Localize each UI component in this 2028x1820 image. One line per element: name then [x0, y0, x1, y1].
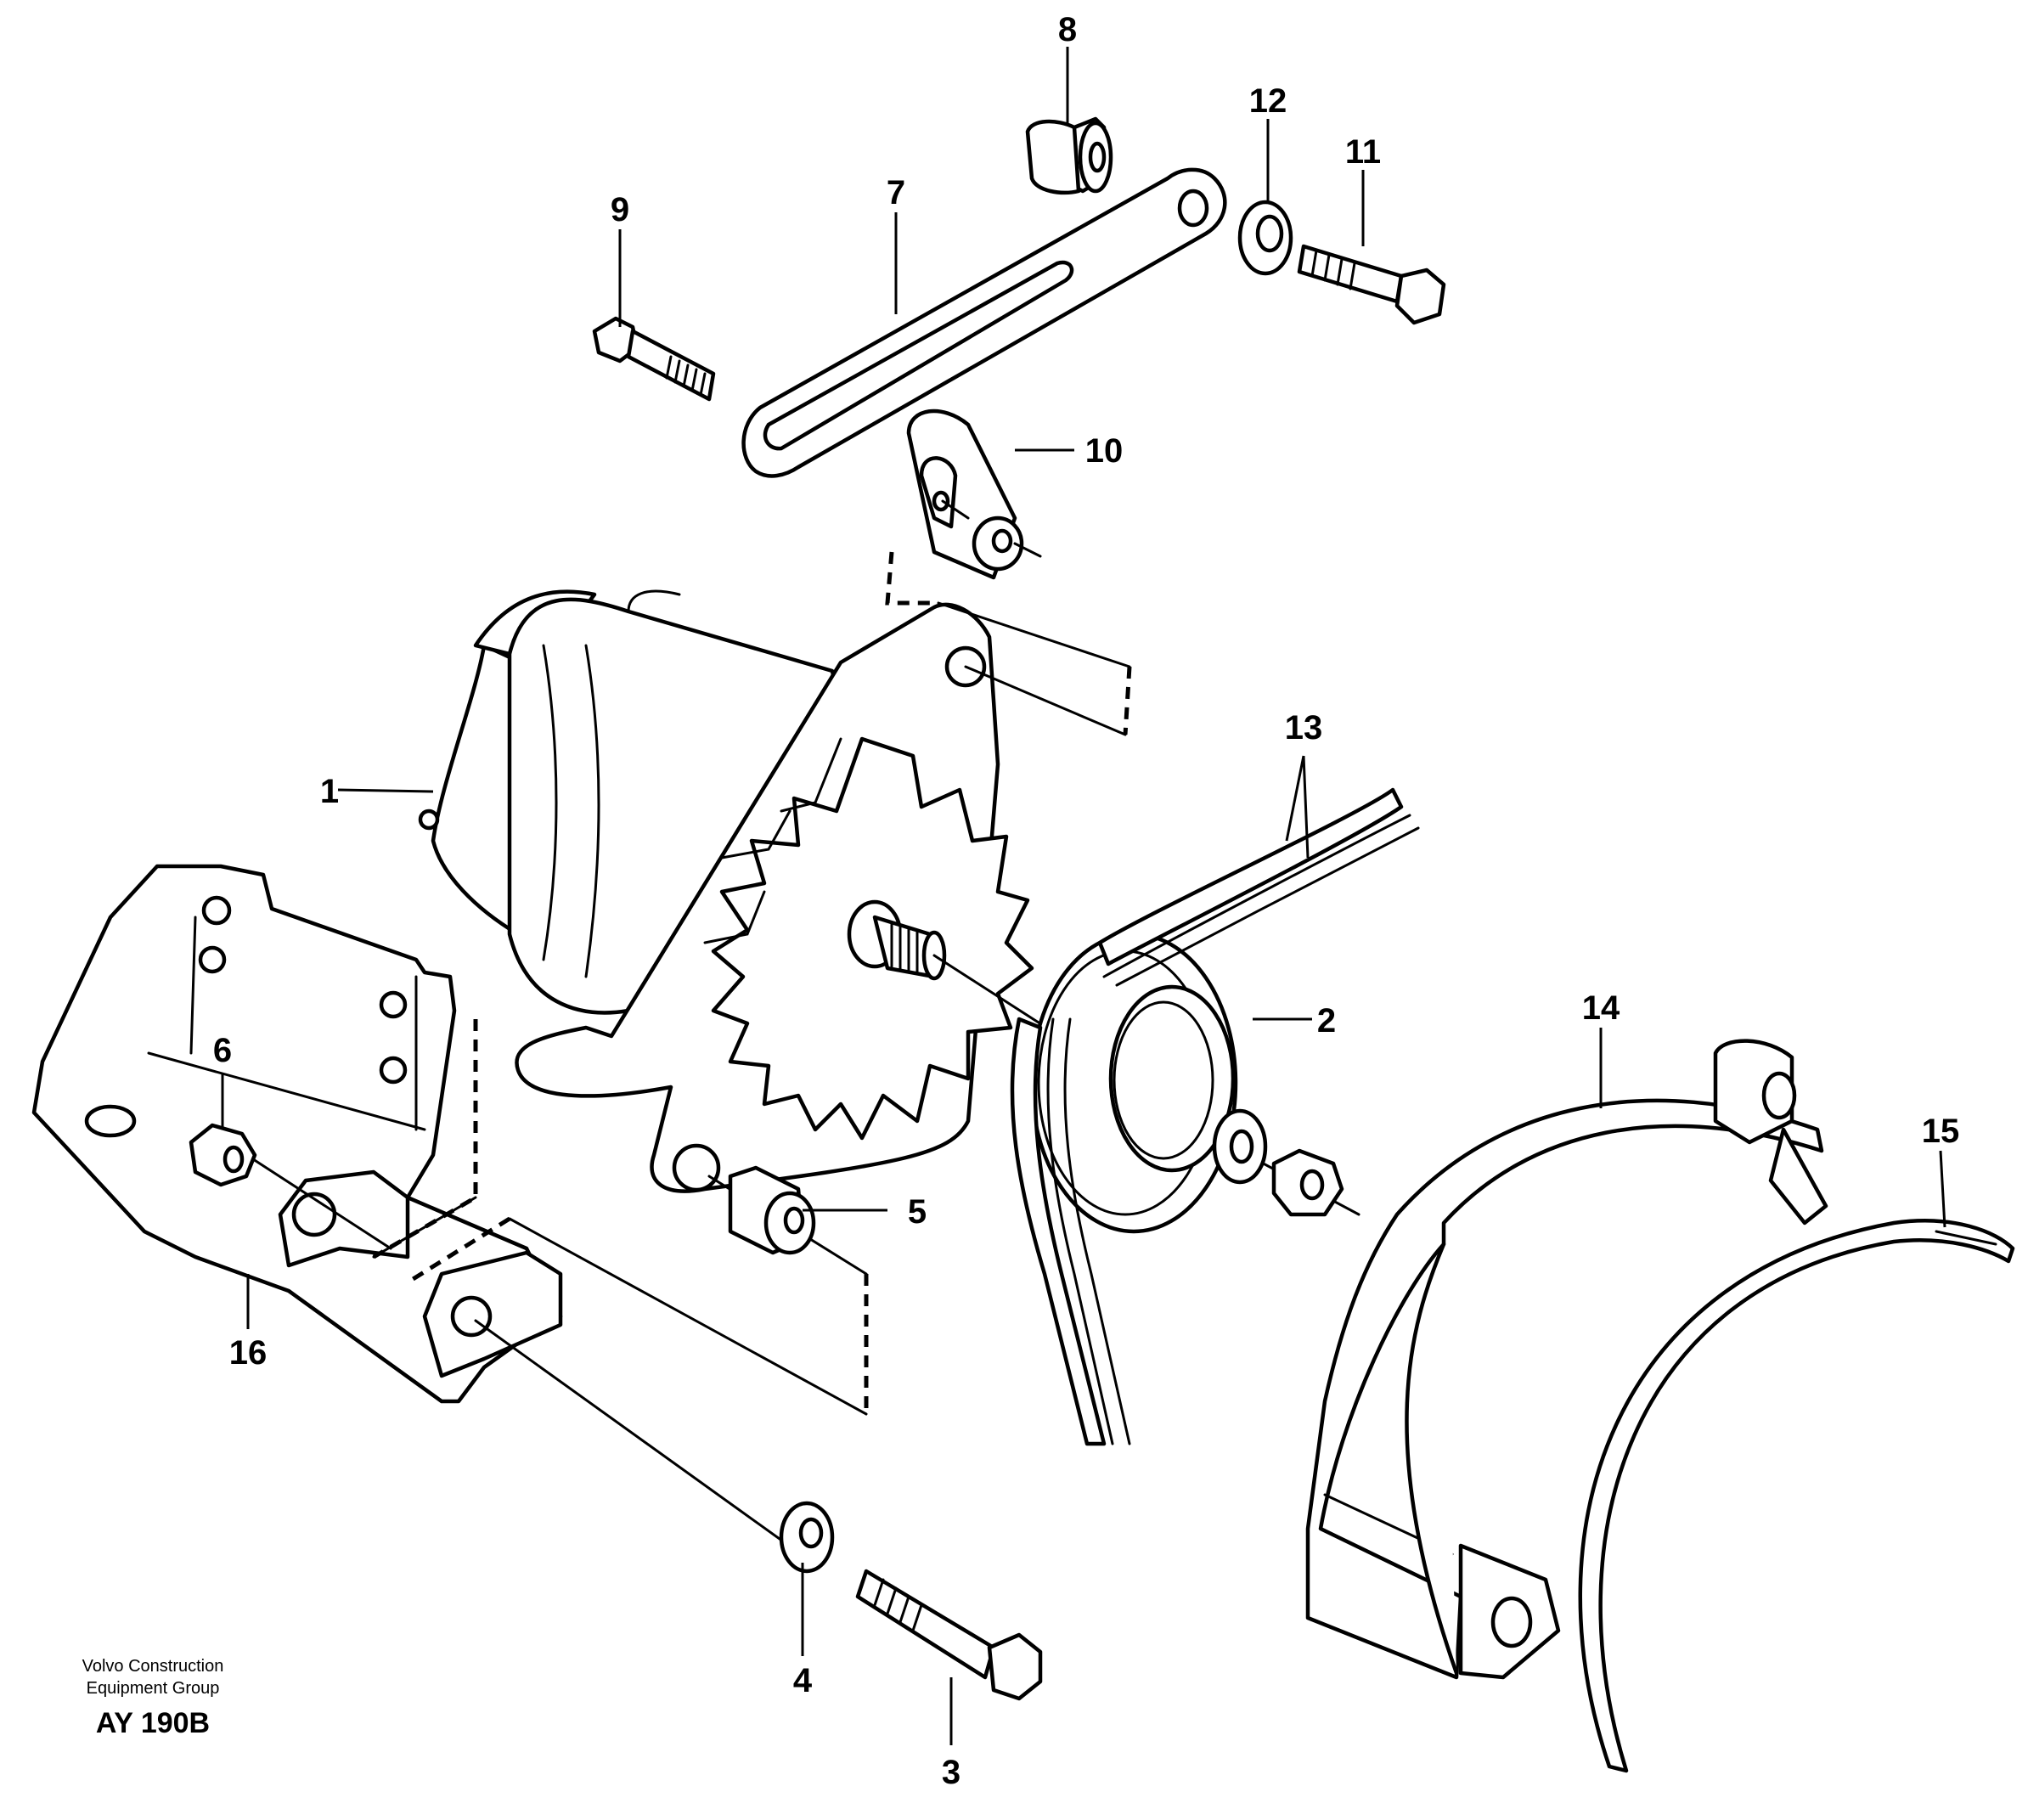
assembly-line — [232, 1145, 392, 1250]
callout-15: 15 — [1922, 1113, 1960, 1150]
pulley-washer — [1212, 1108, 1268, 1185]
bolt-3 — [855, 1569, 1043, 1701]
callout-4: 4 — [793, 1662, 813, 1699]
assembly-line — [964, 665, 1127, 736]
callout-9: 9 — [611, 191, 629, 228]
callout-labels: 1 2 3 4 5 6 7 8 9 10 11 12 13 14 15 16 — [213, 11, 1959, 1791]
pulley-nut — [1271, 1148, 1344, 1217]
bolt-11 — [1297, 244, 1446, 325]
callout-10: 10 — [1085, 432, 1124, 470]
callout-14: 14 — [1582, 989, 1620, 1027]
bolt-9 — [592, 316, 716, 402]
assembly-line — [937, 601, 1131, 668]
callout-13: 13 — [1285, 709, 1323, 747]
callout-8: 8 — [1058, 11, 1077, 48]
footer-company-line2: Equipment Group — [87, 1679, 220, 1698]
nut-6 — [189, 1123, 257, 1187]
catalog-footer: Volvo Construction Equipment Group AY 19… — [82, 1657, 224, 1739]
belt-guard — [1305, 1039, 1828, 1680]
callout-12: 12 — [1249, 82, 1287, 120]
spacer-5 — [728, 1165, 816, 1255]
assembly-line — [508, 1217, 868, 1416]
alternator — [418, 589, 1034, 1193]
assembly-dashed-line — [1123, 666, 1132, 735]
pulley — [1029, 932, 1238, 1234]
washer-12 — [1237, 200, 1293, 276]
figure-code: AY 190B — [96, 1707, 210, 1739]
washer-4 — [779, 1501, 835, 1574]
leader-lines — [221, 47, 1946, 1745]
adjusting-bar — [741, 167, 1227, 478]
callout-11: 11 — [1345, 133, 1381, 171]
mounting-bracket — [31, 864, 563, 1404]
callout-1: 1 — [320, 773, 339, 810]
assembly-dashed-line — [885, 551, 938, 606]
v-belts — [1010, 787, 1420, 1446]
callout-2: 2 — [1317, 1002, 1336, 1040]
callout-3: 3 — [942, 1754, 960, 1791]
seal-strip — [1578, 1219, 2015, 1773]
callout-6: 6 — [213, 1032, 232, 1069]
callout-7: 7 — [887, 174, 905, 211]
tensioner-link — [906, 409, 1042, 580]
callout-16: 16 — [229, 1334, 268, 1372]
footer-company-line1: Volvo Construction — [82, 1657, 224, 1676]
spacer-8 — [1025, 116, 1113, 195]
callout-5: 5 — [908, 1193, 927, 1231]
assembly-line — [474, 1319, 808, 1560]
